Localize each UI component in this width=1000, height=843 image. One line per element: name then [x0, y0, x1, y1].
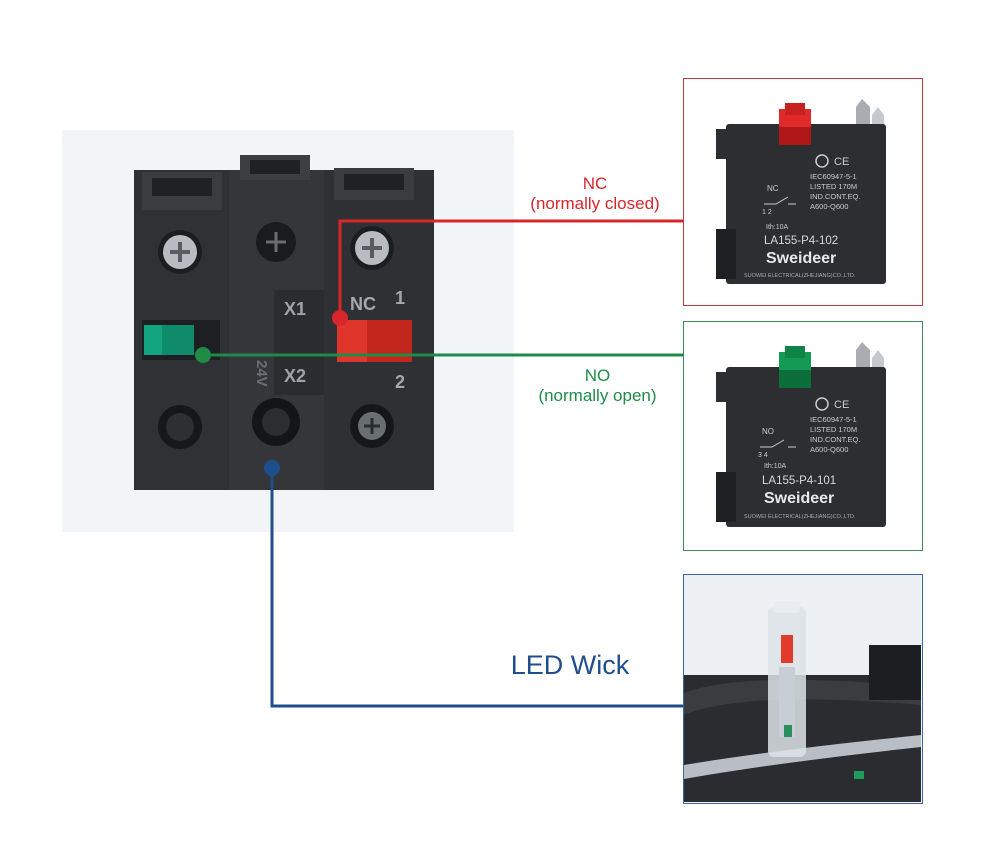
left-contact-module [134, 170, 229, 490]
no-callout-subtitle: (normally open) [538, 386, 657, 405]
svg-text:CE: CE [834, 399, 849, 411]
nc-block-cert-1: IEC60947-5-1 [810, 172, 857, 181]
nc-mark-label: NC [350, 294, 376, 314]
no-block-maker: SUOWEI ELECTRICAL(ZHEJIANG)CO.,LTD. [744, 514, 856, 520]
contact-block-assembly-photo: X1 X2 24V NC 1 2 [62, 130, 514, 532]
led-wick-panel [683, 574, 923, 804]
no-callout: NO (normally open) [515, 366, 680, 406]
led-marker-dot [264, 460, 280, 476]
right-contact-module: NC 1 2 [324, 168, 434, 490]
led-wick-photo [684, 575, 921, 802]
nc-block-brand: Sweideer [766, 250, 836, 267]
nc-block-symbol-label: NC [767, 184, 779, 193]
nc-contact-block-photo: CE NC 1 2 IEC60947-5-1 LISTED 170M IND.C… [684, 79, 921, 304]
no-block-cert-1: IEC60947-5-1 [810, 415, 857, 424]
terminal-x2-label: X2 [284, 366, 306, 386]
terminal-2-label: 2 [395, 372, 405, 392]
no-block-rating: Ith:10A [764, 463, 787, 470]
no-block-brand: Sweideer [764, 490, 834, 507]
no-contact-block-panel: CE NO 3 4 IEC60947-5-1 LISTED 170M IND.C… [683, 321, 923, 551]
nc-block-cert-2: LISTED 170M [810, 182, 857, 191]
no-marker-dot [195, 347, 211, 363]
nc-block-model: LA155-P4-102 [764, 235, 838, 247]
nc-block-cert-4: A600-Q600 [810, 202, 848, 211]
no-block-terminals: 3 4 [758, 452, 768, 459]
nc-marker-dot [332, 310, 348, 326]
nc-callout-title: NC [582, 174, 608, 193]
led-module: X1 X2 24V [229, 155, 324, 490]
no-callout-title: NO [584, 366, 611, 385]
no-block-cert-3: IND.CONT.EQ. [810, 435, 860, 444]
no-block-cert-4: A600-Q600 [810, 445, 848, 454]
terminal-x1-label: X1 [284, 299, 306, 319]
no-block-cert-2: LISTED 170M [810, 425, 857, 434]
led-leader-line [270, 468, 683, 708]
nc-block-rating: Ith:10A [766, 224, 789, 231]
no-block-model: LA155-P4-101 [762, 475, 836, 487]
voltage-label: 24V [253, 360, 270, 387]
svg-text:CE: CE [834, 156, 849, 168]
nc-callout: NC (normally closed) [505, 174, 685, 214]
terminal-1-label: 1 [395, 288, 405, 308]
nc-contact-block-panel: CE NC 1 2 IEC60947-5-1 LISTED 170M IND.C… [683, 78, 923, 306]
nc-block-cert-3: IND.CONT.EQ. [810, 192, 860, 201]
nc-leader-line [338, 219, 683, 318]
no-contact-block-photo: CE NO 3 4 IEC60947-5-1 LISTED 170M IND.C… [684, 322, 921, 549]
nc-block-terminals: 1 2 [762, 209, 772, 216]
led-callout-title: LED Wick [510, 650, 630, 680]
no-block-symbol-label: NO [762, 427, 774, 436]
nc-callout-subtitle: (normally closed) [530, 194, 660, 213]
nc-block-maker: SUOWEI ELECTRICAL(ZHEJIANG)CO.,LTD. [744, 273, 856, 279]
